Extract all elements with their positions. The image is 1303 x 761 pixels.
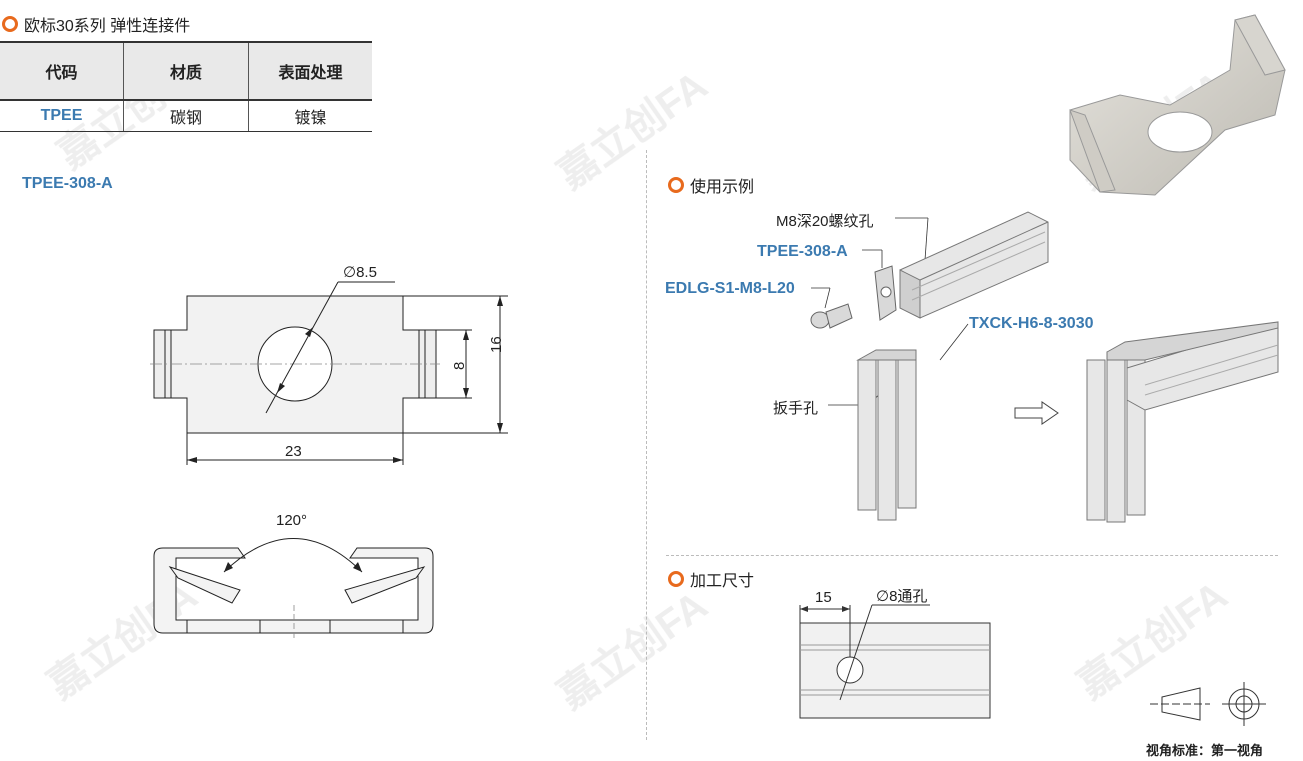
- column-header: 表面处理: [248, 41, 372, 101]
- technical-drawing: ∅8.5 23 16 8 120°: [150, 264, 508, 640]
- table-cell-code: TPEE: [0, 100, 124, 132]
- machining-hole: ∅8通孔: [876, 588, 927, 605]
- table-header-row: 代码 材质 表面处理: [0, 41, 372, 101]
- page-title: 欧标30系列 弹性连接件: [2, 12, 190, 36]
- diameter-dim: ∅8.5: [343, 264, 377, 281]
- machining-dim: 15: [815, 589, 832, 606]
- column-header: 材质: [123, 41, 249, 101]
- machining-drawing: 15 ∅8通孔: [799, 588, 991, 719]
- usage-section-title: 使用示例: [668, 173, 754, 197]
- table-cell-material: 碳钢: [123, 100, 249, 132]
- part-3d-render: [1069, 14, 1286, 196]
- label-screw: EDLG-S1-M8-L20: [665, 280, 795, 297]
- label-profile: TXCK-H6-8-3030: [969, 315, 1094, 332]
- usage-illustration: [810, 211, 1279, 523]
- table-row: TPEE 碳钢 镀镍: [0, 100, 372, 132]
- projection-label: 视角标准：第一视角: [1146, 743, 1264, 758]
- part-code-label: TPEE-308-A: [22, 175, 113, 192]
- label-part: TPEE-308-A: [757, 243, 848, 260]
- profile-outline: [153, 547, 434, 634]
- angle-dim: 120°: [276, 512, 307, 529]
- section-ring-icon: [2, 16, 18, 32]
- page-title-text: 欧标30系列 弹性连接件: [24, 18, 191, 35]
- label-thread-hole: M8深20螺纹孔: [776, 213, 874, 230]
- inner-height-dim: 8: [451, 362, 468, 370]
- section-ring-icon: [668, 571, 684, 587]
- column-header: 代码: [0, 41, 124, 101]
- spec-table: 代码 材质 表面处理 TPEE 碳钢 镀镍: [0, 41, 372, 132]
- section-ring-icon: [668, 177, 684, 193]
- label-wrench-hole: 扳手孔: [773, 400, 819, 417]
- right-flap: [344, 566, 426, 604]
- column-divider: [646, 150, 647, 740]
- table-cell-surface: 镀镍: [248, 100, 372, 132]
- width-dim: 23: [285, 443, 302, 460]
- section-divider: [666, 555, 1278, 556]
- outer-height-dim: 16: [488, 336, 505, 353]
- machining-section-title: 加工尺寸: [668, 567, 754, 591]
- left-flap: [168, 566, 241, 604]
- projection-symbol: [1150, 682, 1266, 726]
